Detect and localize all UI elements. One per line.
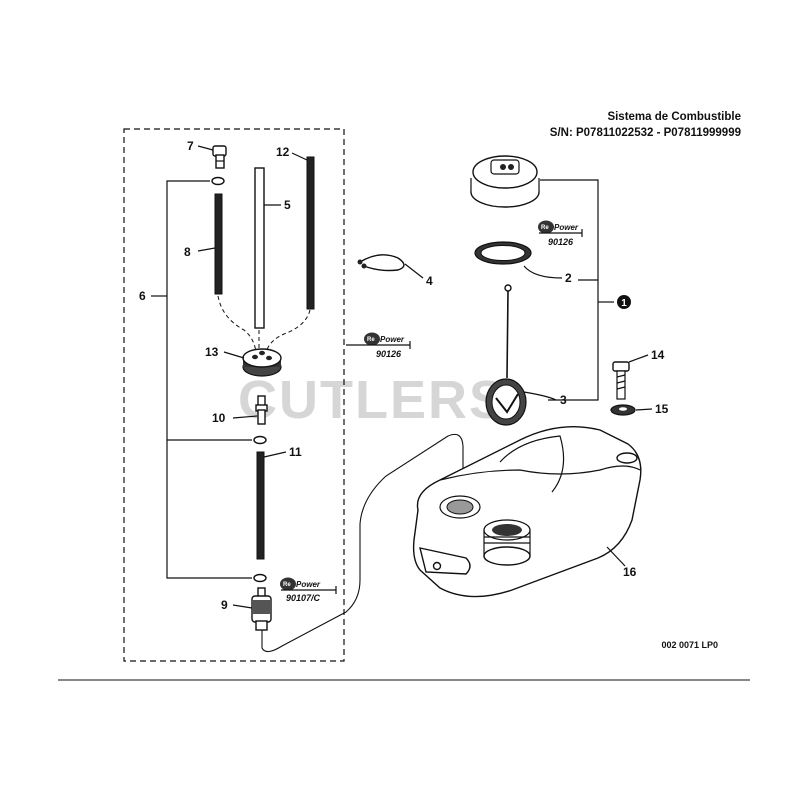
leader-2 <box>523 265 563 279</box>
leader-16 <box>606 546 626 567</box>
callout-10: 10 <box>212 411 226 425</box>
part-5-vent-tube <box>254 167 265 329</box>
leader-14 <box>628 354 649 363</box>
leader-3 <box>523 391 557 401</box>
watermark: CUTLERS <box>238 370 507 430</box>
leader-10 <box>232 415 258 419</box>
callout-1: 1 <box>621 298 627 309</box>
callout-14: 14 <box>651 348 665 362</box>
part-11-fuel-line <box>256 451 265 560</box>
part-7-vent-fitting <box>212 145 227 169</box>
callout-5: 5 <box>284 198 291 212</box>
part-16-fuel-tank <box>412 426 642 598</box>
leader-15 <box>635 408 653 411</box>
svg-text:90126: 90126 <box>376 349 402 359</box>
svg-text:90126: 90126 <box>548 237 574 247</box>
svg-text:Re: Re <box>541 225 549 231</box>
fuel-cap <box>470 155 540 208</box>
part-12-fuel-line <box>306 156 315 310</box>
serial-number-range: S/N: P07811022532 - P07811999999 <box>550 127 741 139</box>
bracket-6 <box>166 180 252 579</box>
routing-dashed <box>217 295 311 353</box>
part-2-gasket <box>474 241 532 265</box>
diagram-title: Sistema de Combustible <box>607 111 741 123</box>
leader-4 <box>404 263 424 279</box>
repower-badge-a: Re Power 90126 <box>538 220 583 247</box>
part-8-fuel-line <box>214 193 223 295</box>
part-10-connector <box>255 395 268 425</box>
kit-boundary <box>123 128 345 662</box>
leader-12 <box>291 152 308 161</box>
svg-text:Re: Re <box>367 337 375 343</box>
callout-15: 15 <box>655 402 669 416</box>
drawing-number: 002 0071 LP0 <box>661 640 718 650</box>
repower-badge-b: Re Power 90126 <box>346 332 411 359</box>
callout-4: 4 <box>426 274 433 288</box>
svg-text:Power: Power <box>380 335 405 344</box>
leader-9 <box>232 604 253 609</box>
callout-13: 13 <box>205 345 219 359</box>
callout-7: 7 <box>187 139 194 153</box>
o-ring-bottom <box>253 573 267 583</box>
svg-text:90107/C: 90107/C <box>286 593 321 603</box>
part-14-bolt <box>612 361 630 400</box>
part-3-strainer <box>485 284 527 426</box>
leader-13 <box>223 351 245 359</box>
callout-11: 11 <box>289 445 302 459</box>
part-13-grommet <box>242 348 282 377</box>
o-ring-mid <box>253 435 267 445</box>
bracket-1 <box>540 179 599 401</box>
fuel-routing-line <box>261 433 464 653</box>
callout-8: 8 <box>184 245 191 259</box>
callout-2: 2 <box>565 271 572 285</box>
part-9-fuel-filter <box>251 587 272 631</box>
svg-text:Power: Power <box>296 580 321 589</box>
part-4-clip <box>357 254 405 272</box>
callout-6: 6 <box>139 289 146 303</box>
callout-9: 9 <box>221 598 228 612</box>
o-ring-top <box>211 176 225 186</box>
svg-text:Re: Re <box>283 582 291 588</box>
callout-1-badge <box>617 295 631 309</box>
callout-12: 12 <box>276 145 290 159</box>
svg-text:Power: Power <box>554 223 579 232</box>
part-15-washer <box>610 404 636 416</box>
leader-11 <box>263 451 287 458</box>
leader-7 <box>197 145 214 151</box>
repower-badge-c: Re Power 90107/C <box>280 577 337 603</box>
callout-16: 16 <box>623 565 637 579</box>
leader-8 <box>197 247 216 252</box>
